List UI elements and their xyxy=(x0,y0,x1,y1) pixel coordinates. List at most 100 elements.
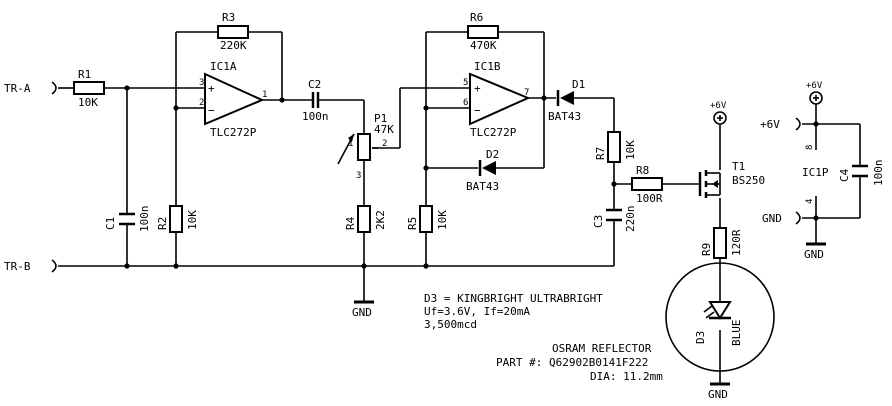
svg-text:2: 2 xyxy=(199,98,204,108)
svg-text:10K: 10K xyxy=(78,96,98,109)
resistor-r8: R8 100R xyxy=(631,164,663,205)
junctions xyxy=(124,85,819,269)
svg-text:T1: T1 xyxy=(732,160,745,173)
svg-text:Uf=3.6V, If=20mA: Uf=3.6V, If=20mA xyxy=(424,305,530,318)
svg-text:D2: D2 xyxy=(486,148,499,161)
ic1p-supply: +6V GND 8 4 IC1P xyxy=(760,117,829,225)
svg-text:R2: R2 xyxy=(156,217,169,230)
resistor-r2: R2 10K xyxy=(156,205,199,233)
svg-text:PART #: Q62902B0141F222: PART #: Q62902B0141F222 xyxy=(496,356,648,369)
svg-text:10K: 10K xyxy=(436,210,449,230)
svg-text:D3 = KINGBRIGHT ULTRABRIGHT: D3 = KINGBRIGHT ULTRABRIGHT xyxy=(424,292,603,305)
resistor-r3: R3 220K xyxy=(217,11,249,52)
svg-text:100n: 100n xyxy=(302,110,329,123)
svg-text:IC1B: IC1B xyxy=(474,60,501,73)
svg-text:C3: C3 xyxy=(592,215,605,228)
svg-text:6: 6 xyxy=(463,98,468,108)
svg-text:3: 3 xyxy=(199,78,204,88)
svg-text:C1: C1 xyxy=(104,217,117,230)
svg-text:BAT43: BAT43 xyxy=(466,180,499,193)
svg-text:4: 4 xyxy=(805,199,815,204)
svg-text:IC1P: IC1P xyxy=(802,166,829,179)
terminal-tr-b: TR-B xyxy=(4,259,57,273)
svg-text:100R: 100R xyxy=(636,192,663,205)
svg-text:R8: R8 xyxy=(636,164,649,177)
svg-text:C2: C2 xyxy=(308,78,321,91)
svg-text:GND: GND xyxy=(708,388,728,401)
svg-text:D3: D3 xyxy=(694,331,707,344)
opamp-ic1b: + − 5 6 7 IC1B TLC272P xyxy=(463,60,531,139)
svg-text:−: − xyxy=(474,104,481,117)
svg-text:GND: GND xyxy=(352,306,372,319)
svg-text:BS250: BS250 xyxy=(732,174,765,187)
svg-text:+: + xyxy=(474,82,481,95)
svg-text:5: 5 xyxy=(463,78,468,88)
svg-text:R4: R4 xyxy=(344,216,357,230)
svg-text:IC1A: IC1A xyxy=(210,60,237,73)
note-osram: OSRAM REFLECTOR PART #: Q62902B0141F222 … xyxy=(496,342,663,383)
svg-text:2K2: 2K2 xyxy=(374,210,387,230)
led-reflector: D3 BLUE xyxy=(665,262,775,372)
potentiometer-p1: 1 2 3 P1 47K xyxy=(337,112,394,181)
svg-text:GND: GND xyxy=(762,212,782,225)
resistor-r4: R4 2K2 xyxy=(344,205,387,233)
svg-text:+6V: +6V xyxy=(806,81,823,91)
opamp-ic1a: + − 3 2 1 IC1A TLC272P xyxy=(199,60,267,139)
svg-text:7: 7 xyxy=(524,88,529,98)
svg-text:100n: 100n xyxy=(138,206,151,233)
capacitor-c3: C3 220n xyxy=(592,206,637,233)
svg-text:GND: GND xyxy=(804,248,824,261)
svg-text:10K: 10K xyxy=(186,210,199,230)
svg-text:100n: 100n xyxy=(872,160,885,187)
svg-text:220K: 220K xyxy=(220,39,247,52)
svg-text:1: 1 xyxy=(262,90,267,100)
resistor-r7: R7 10K xyxy=(594,131,637,163)
svg-text:BLUE: BLUE xyxy=(730,320,743,347)
svg-text:OSRAM REFLECTOR: OSRAM REFLECTOR xyxy=(552,342,652,355)
power-plus6v-ic1p: +6V xyxy=(806,81,823,105)
svg-text:2: 2 xyxy=(382,139,387,149)
svg-text:R5: R5 xyxy=(406,217,419,230)
svg-text:R1: R1 xyxy=(78,68,91,81)
svg-text:R9: R9 xyxy=(700,243,713,256)
resistor-r6: R6 470K xyxy=(467,11,499,52)
svg-text:R7: R7 xyxy=(594,147,607,160)
svg-text:DIA: 11.2mm: DIA: 11.2mm xyxy=(590,370,663,383)
svg-text:TLC272P: TLC272P xyxy=(210,126,257,139)
svg-text:R6: R6 xyxy=(470,11,483,24)
transistor-t1: T1 BS250 xyxy=(698,160,765,198)
svg-text:TLC272P: TLC272P xyxy=(470,126,517,139)
svg-text:−: − xyxy=(208,104,215,117)
resistor-r1: R1 10K xyxy=(73,68,105,109)
terminal-tr-b-label: TR-B xyxy=(4,260,31,273)
power-plus6v-t1: +6V xyxy=(710,101,727,125)
svg-text:1: 1 xyxy=(348,139,353,149)
svg-text:+: + xyxy=(208,82,215,95)
capacitor-c2: C2 100n xyxy=(302,78,329,123)
svg-text:47K: 47K xyxy=(374,123,394,136)
svg-text:120R: 120R xyxy=(730,229,743,256)
ground-p1: GND xyxy=(352,300,374,319)
ground-led: GND xyxy=(708,382,730,401)
diode-d1: D1 BAT43 xyxy=(548,78,585,123)
note-d3: D3 = KINGBRIGHT ULTRABRIGHT Uf=3.6V, If=… xyxy=(424,292,603,331)
svg-text:8: 8 xyxy=(805,145,815,150)
svg-text:+6V: +6V xyxy=(710,101,727,111)
ground-ic1p: GND xyxy=(804,242,826,261)
resistor-r5: R5 10K xyxy=(406,205,449,233)
resistor-r9: R9 120R xyxy=(700,227,743,259)
svg-text:+6V: +6V xyxy=(760,118,780,131)
svg-text:10K: 10K xyxy=(624,140,637,160)
svg-text:3: 3 xyxy=(356,171,361,181)
svg-text:C4: C4 xyxy=(838,168,851,182)
terminal-tr-a-label: TR-A xyxy=(4,82,31,95)
terminal-tr-a: TR-A xyxy=(4,81,57,95)
capacitor-c4: C4 100n xyxy=(838,160,885,187)
capacitor-c1: C1 100n xyxy=(104,206,151,233)
svg-text:470K: 470K xyxy=(470,39,497,52)
svg-text:BAT43: BAT43 xyxy=(548,110,581,123)
svg-text:R3: R3 xyxy=(222,11,235,24)
svg-text:P1: P1 xyxy=(374,112,387,125)
diode-d2: D2 BAT43 xyxy=(466,148,499,193)
